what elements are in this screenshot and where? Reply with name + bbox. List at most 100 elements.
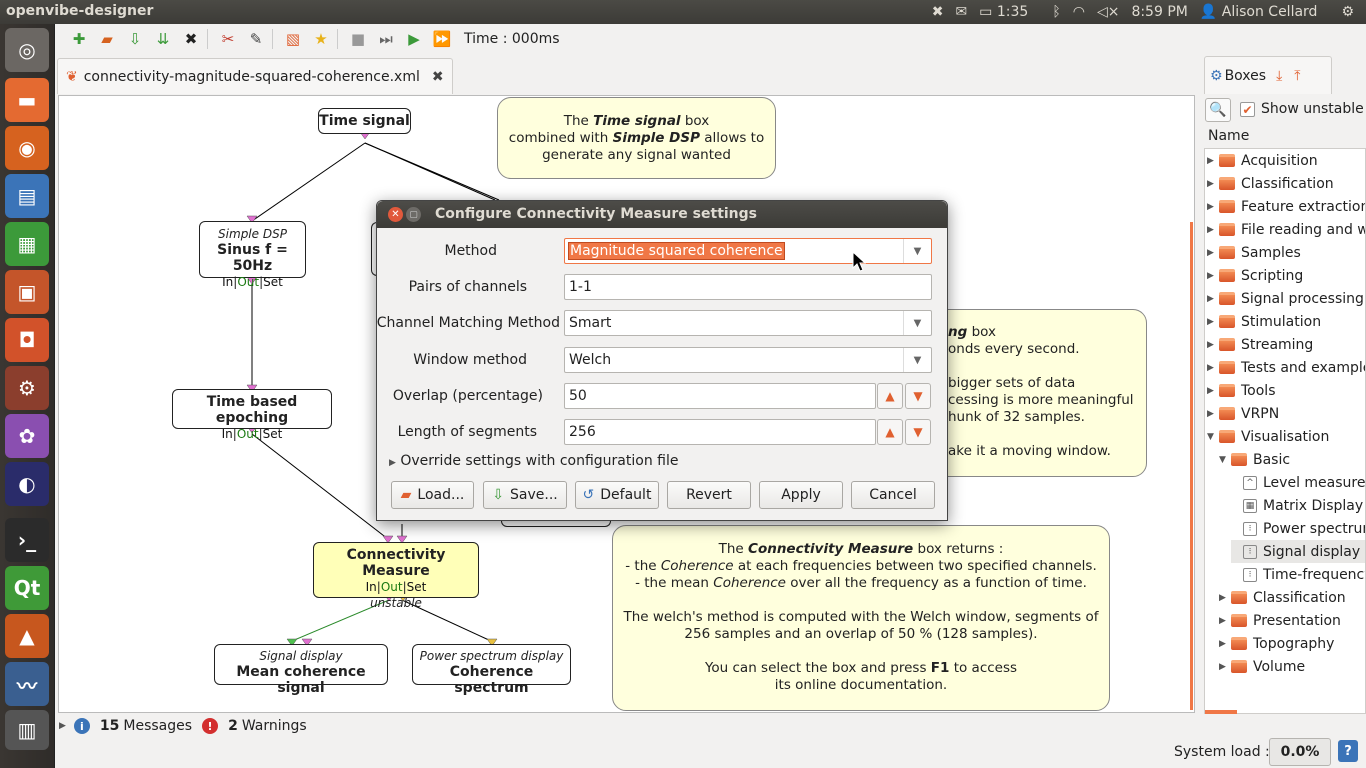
- link[interactable]: [251, 142, 366, 222]
- tree-item[interactable]: ▶Topography: [1219, 632, 1334, 655]
- default-button[interactable]: ↺Default: [575, 481, 659, 509]
- tab-scenario[interactable]: ❦ connectivity-magnitude-squared-coheren…: [57, 58, 453, 94]
- expander-icon[interactable]: ▶: [1207, 247, 1214, 258]
- expander-icon[interactable]: ▼: [1207, 431, 1214, 442]
- box-time-based-epoching[interactable]: Time based epoching In|Out|Set: [172, 389, 332, 441]
- messages-label[interactable]: Messages: [123, 718, 193, 734]
- increment-icon[interactable]: ▲: [877, 419, 903, 445]
- length-input[interactable]: 256: [564, 419, 876, 445]
- battery-indicator[interactable]: ▭ 1:35: [979, 4, 1029, 20]
- chevron-down-icon[interactable]: ▼: [903, 348, 931, 372]
- monitor-icon[interactable]: 〰: [5, 662, 49, 706]
- help-icon[interactable]: ?: [1338, 740, 1358, 762]
- bluetooth-icon[interactable]: ᛒ: [1052, 4, 1061, 20]
- star-icon[interactable]: ★: [314, 30, 328, 48]
- mail-icon[interactable]: ✉: [955, 4, 968, 20]
- input-connector[interactable]: [246, 215, 258, 224]
- input-connector[interactable]: [486, 638, 498, 647]
- tree-item[interactable]: ▶Tools: [1207, 379, 1276, 402]
- chevron-down-icon[interactable]: ▼: [903, 311, 931, 335]
- tree-item[interactable]: ▼Basic: [1219, 448, 1290, 471]
- input-connector[interactable]: [286, 638, 298, 647]
- tab-close-icon[interactable]: ✖: [431, 68, 444, 85]
- save-button[interactable]: ⇩Save...: [483, 481, 567, 509]
- tree-item[interactable]: ▶VRPN: [1207, 402, 1279, 425]
- terminal-icon[interactable]: ›_: [5, 518, 49, 562]
- apply-button[interactable]: Apply: [759, 481, 843, 509]
- window-select[interactable]: Welch ▼: [564, 347, 932, 373]
- save-as-icon[interactable]: ⇊: [156, 30, 170, 48]
- tree-item[interactable]: ▶Volume: [1219, 655, 1305, 678]
- step-icon[interactable]: ⏭: [379, 30, 393, 48]
- tree-item[interactable]: ▶Tests and examples: [1207, 356, 1365, 379]
- link[interactable]: [291, 599, 390, 642]
- calc-icon[interactable]: ▦: [5, 222, 49, 266]
- input-connector[interactable]: [301, 638, 313, 647]
- pidgin-icon[interactable]: ✿: [5, 414, 49, 458]
- override-expander[interactable]: ▶ Override settings with configuration f…: [389, 453, 678, 469]
- volume-icon[interactable]: ◁×: [1096, 4, 1120, 20]
- tree-item[interactable]: ▶Presentation: [1219, 609, 1341, 632]
- close-icon[interactable]: ✖: [184, 30, 198, 48]
- scenario-canvas[interactable]: Time signal Simple DSP Sinus f = 50Hz In…: [58, 95, 1195, 713]
- input-connector[interactable]: [382, 535, 394, 544]
- matlab-icon[interactable]: ▲: [5, 614, 49, 658]
- expander-icon[interactable]: ▶: [1219, 661, 1226, 672]
- download-icon[interactable]: ⤓: [1276, 67, 1283, 84]
- tree-item[interactable]: ▶Signal processing: [1207, 287, 1364, 310]
- tree-item[interactable]: ▼Visualisation: [1207, 425, 1329, 448]
- qt-icon[interactable]: Qt: [5, 566, 49, 610]
- link[interactable]: [364, 142, 496, 201]
- input-connector[interactable]: [246, 384, 258, 393]
- expander-icon[interactable]: ▶: [1219, 638, 1226, 649]
- cancel-button[interactable]: Cancel: [851, 481, 935, 509]
- tree-item[interactable]: ▶Classification: [1219, 586, 1346, 609]
- writer-icon[interactable]: ▤: [5, 174, 49, 218]
- edit-icon[interactable]: ✎: [249, 30, 263, 48]
- dialog-minimize-icon[interactable]: ▢: [406, 207, 421, 222]
- increment-icon[interactable]: ▲: [877, 383, 903, 409]
- method-select[interactable]: Magnitude squared coherence ▼: [564, 238, 932, 264]
- expander-icon[interactable]: ▶: [1207, 224, 1214, 235]
- tree-item[interactable]: ▶Acquisition: [1207, 149, 1318, 172]
- input-connector[interactable]: [396, 535, 408, 544]
- window-manager-icon[interactable]: ▧: [285, 30, 301, 48]
- open-icon[interactable]: ▰: [101, 30, 113, 48]
- expander-icon[interactable]: ▶: [1207, 178, 1214, 189]
- fast-forward-icon[interactable]: ⏩: [432, 30, 452, 48]
- canvas-scrollbar[interactable]: [1190, 222, 1193, 710]
- upload-icon[interactable]: ⤒: [1294, 67, 1301, 84]
- warnings-label[interactable]: Warnings: [241, 718, 307, 734]
- tree-item[interactable]: ▶Scripting: [1207, 264, 1303, 287]
- dialog-titlebar[interactable]: ✕ ▢ Configure Connectivity Measure setti…: [377, 201, 947, 228]
- tab-boxes[interactable]: ⚙ Boxes ⤓ ⤒: [1204, 56, 1332, 94]
- column-header-name[interactable]: Name: [1208, 128, 1250, 144]
- clock[interactable]: 8:59 PM: [1131, 4, 1188, 20]
- expander-icon[interactable]: ▶: [1207, 385, 1214, 396]
- load-button[interactable]: ▰Load...: [391, 481, 474, 509]
- tree-item[interactable]: ▶Feature extraction: [1207, 195, 1365, 218]
- stop-icon[interactable]: ■: [350, 30, 366, 48]
- expander-icon[interactable]: ▶: [1207, 293, 1214, 304]
- impress-icon[interactable]: ▣: [5, 270, 49, 314]
- box-signal-display[interactable]: Signal display Mean coherence signal: [214, 644, 388, 696]
- expander-icon[interactable]: ▶: [1207, 339, 1214, 350]
- decrement-icon[interactable]: ▼: [905, 383, 931, 409]
- software-center-icon[interactable]: ◘: [5, 318, 49, 362]
- tools-icon[interactable]: ✖: [931, 4, 944, 20]
- expander-icon[interactable]: ▶: [1207, 155, 1214, 166]
- tree-item[interactable]: ▶File reading and wr: [1207, 218, 1365, 241]
- gear-icon[interactable]: ⚙: [1341, 4, 1354, 20]
- box-power-spectrum-display[interactable]: Power spectrum display Coherence spectru…: [412, 644, 571, 696]
- pairs-input[interactable]: 1-1: [564, 274, 932, 300]
- save-icon[interactable]: ⇩: [128, 30, 142, 48]
- expander-icon[interactable]: ▶: [1207, 316, 1214, 327]
- link[interactable]: [251, 433, 389, 540]
- chevron-down-icon[interactable]: ▼: [903, 239, 931, 263]
- settings-icon[interactable]: ⚙: [5, 366, 49, 410]
- tree-item[interactable]: ^Level measure: [1231, 471, 1365, 494]
- tree-item[interactable]: ▦Matrix Display: [1231, 494, 1363, 517]
- box-hidden[interactable]: [501, 516, 611, 527]
- tree-item[interactable]: ▶Streaming: [1207, 333, 1313, 356]
- tree-scrollbar[interactable]: [1205, 710, 1237, 714]
